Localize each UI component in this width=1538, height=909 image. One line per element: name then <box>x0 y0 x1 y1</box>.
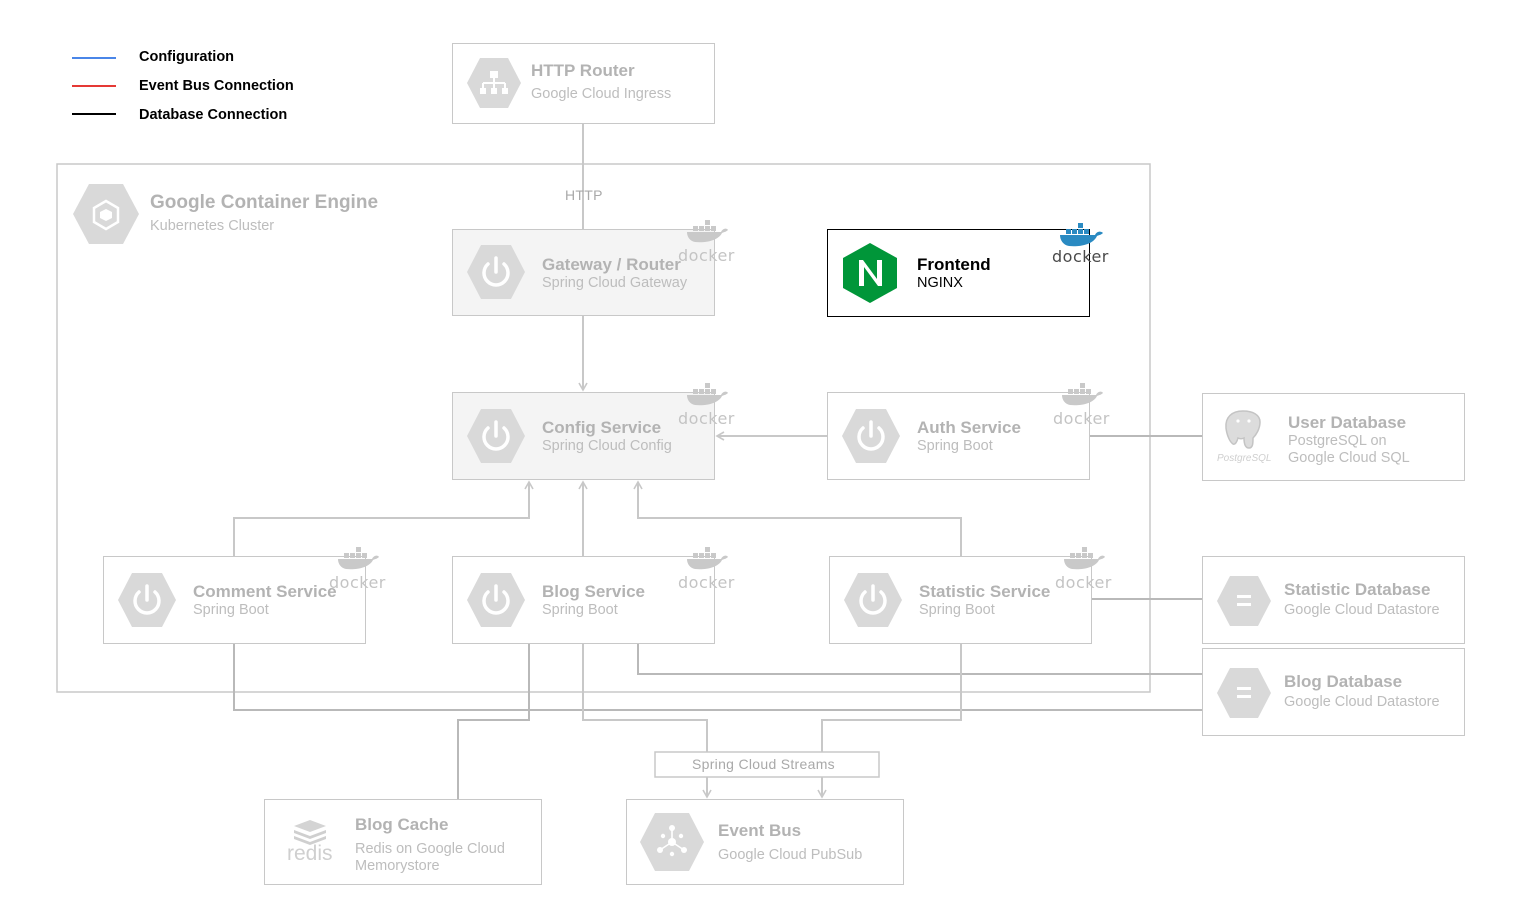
blog-db-subtitle: Google Cloud Datastore <box>1284 694 1440 710</box>
auth-title: Auth Service <box>917 418 1021 437</box>
statistic-subtitle: Spring Boot <box>919 602 995 618</box>
datastore-icon <box>1217 576 1271 626</box>
docker-label: docker <box>678 246 735 265</box>
docker-label: docker <box>1055 573 1112 592</box>
docker-label: docker <box>678 573 735 592</box>
cluster-title: Google Container Engine <box>150 192 379 213</box>
blog-cache-subtitle-line2: Memorystore <box>355 858 440 874</box>
user-database-node[interactable]: PostgreSQL User Database PostgreSQL on G… <box>1202 393 1465 481</box>
gateway-subtitle: Spring Cloud Gateway <box>542 275 688 291</box>
spring-power-icon <box>844 573 902 627</box>
statistic-database-node[interactable]: Statistic Database Google Cloud Datastor… <box>1202 556 1465 644</box>
frontend-node[interactable]: Frontend NGINX docker <box>827 223 1108 317</box>
cluster-frame <box>56 163 1151 693</box>
datastore-icon <box>1217 668 1271 718</box>
event-bus-title: Event Bus <box>718 821 802 840</box>
legend-label-event-bus: Event Bus Connection <box>139 78 294 94</box>
docker-label: docker <box>1053 409 1110 428</box>
blog-cache-node[interactable]: redis Blog Cache Redis on Google Cloud M… <box>264 799 542 885</box>
user-db-subtitle-line1: PostgreSQL on <box>1288 433 1387 449</box>
statistic-db-subtitle: Google Cloud Datastore <box>1284 602 1440 618</box>
edge-comment-blogdb <box>233 643 1202 711</box>
edge-statistic-config <box>633 480 962 556</box>
cluster-subtitle: Kubernetes Cluster <box>150 218 275 234</box>
config-service-node[interactable]: Config Service Spring Cloud Config docke… <box>452 383 734 480</box>
gateway-node[interactable]: Gateway / Router Spring Cloud Gateway do… <box>452 220 734 316</box>
blog-cache-title: Blog Cache <box>355 815 449 834</box>
spring-power-icon <box>467 573 525 627</box>
docker-whale-icon <box>338 547 379 570</box>
nginx-icon <box>843 243 897 303</box>
streams-label-box <box>654 751 880 778</box>
pubsub-icon <box>640 813 704 871</box>
comment-title: Comment Service <box>193 582 337 601</box>
comment-subtitle: Spring Boot <box>193 602 269 618</box>
auth-service-node[interactable]: Auth Service Spring Boot docker <box>827 383 1109 480</box>
docker-label: docker <box>678 409 735 428</box>
edge-blog-eventbus <box>582 643 708 752</box>
event-bus-node[interactable]: Event Bus Google Cloud PubSub <box>626 799 904 885</box>
redis-icon <box>294 820 326 845</box>
user-db-subtitle-line2: Google Cloud SQL <box>1288 450 1410 466</box>
postgresql-icon <box>1225 410 1261 449</box>
spring-power-icon <box>467 409 525 463</box>
edge-comment-config <box>233 480 534 556</box>
frontend-title: Frontend <box>917 255 991 274</box>
kubernetes-engine-icon <box>73 184 139 244</box>
docker-whale-icon <box>1064 547 1105 570</box>
http-router-node[interactable]: HTTP Router Google Cloud Ingress <box>452 43 715 124</box>
blog-title: Blog Service <box>542 582 645 601</box>
edge-blog-blogdb <box>637 643 1202 675</box>
spring-power-icon <box>842 409 900 463</box>
blog-cache-subtitle-line1: Redis on Google Cloud <box>355 841 505 857</box>
comment-service-node[interactable]: Comment Service Spring Boot docker <box>103 547 385 644</box>
edge-statistic-eventbus <box>821 643 962 752</box>
load-balancer-icon <box>467 58 521 108</box>
redis-icon-label: redis <box>287 842 333 865</box>
event-bus-subtitle: Google Cloud PubSub <box>718 847 863 863</box>
docker-label: docker <box>329 573 386 592</box>
docker-whale-icon <box>687 547 728 570</box>
statistic-service-node[interactable]: Statistic Service Spring Boot docker <box>829 547 1111 644</box>
blog-database-node[interactable]: Blog Database Google Cloud Datastore <box>1202 648 1465 736</box>
http-router-subtitle: Google Cloud Ingress <box>531 86 672 102</box>
docker-whale-icon <box>1060 223 1103 247</box>
user-db-title: User Database <box>1288 413 1407 432</box>
http-router-title: HTTP Router <box>531 61 635 80</box>
docker-whale-icon <box>687 383 728 406</box>
legend-label-configuration: Configuration <box>139 49 235 65</box>
docker-whale-icon <box>1062 383 1103 406</box>
spring-power-icon <box>467 245 525 299</box>
postgresql-icon-label: PostgreSQL <box>1217 453 1272 464</box>
blog-subtitle: Spring Boot <box>542 602 618 618</box>
auth-subtitle: Spring Boot <box>917 438 993 454</box>
blog-db-title: Blog Database <box>1284 672 1403 691</box>
docker-whale-icon <box>687 220 728 243</box>
frontend-subtitle: NGINX <box>917 275 963 291</box>
config-subtitle: Spring Cloud Config <box>542 438 672 454</box>
docker-label: docker <box>1052 247 1109 266</box>
spring-power-icon <box>118 573 176 627</box>
config-title: Config Service <box>542 418 662 437</box>
statistic-db-title: Statistic Database <box>1284 580 1431 599</box>
http-edge-label: HTTP <box>565 187 603 203</box>
statistic-title: Statistic Service <box>919 582 1051 601</box>
blog-service-node[interactable]: Blog Service Spring Boot docker <box>452 547 734 644</box>
legend-label-database: Database Connection <box>139 107 288 123</box>
edge-blog-cache <box>457 643 530 799</box>
streams-edge-label: Spring Cloud Streams <box>692 756 835 772</box>
gateway-title: Gateway / Router <box>542 255 681 274</box>
